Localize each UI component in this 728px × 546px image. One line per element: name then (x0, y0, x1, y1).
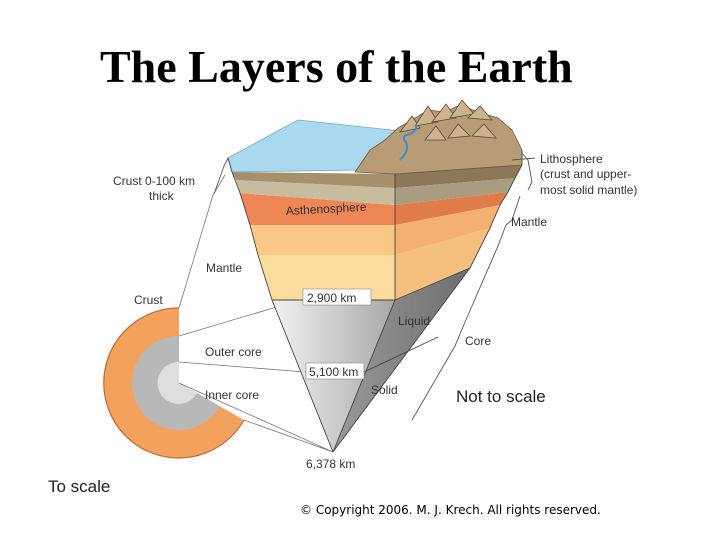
label-solid: Solid (371, 383, 398, 397)
label-mantle-right: Mantle (511, 215, 547, 229)
label-lithosphere: Lithosphere (540, 152, 603, 166)
depth-box-2900 (302, 288, 372, 306)
right-brackets (213, 152, 536, 421)
to-scale-cross-section (103, 307, 245, 459)
wedge-left-lithosphere (236, 180, 395, 205)
label-crust-thickness-thick: thick (149, 189, 175, 203)
slide-title: The Layers of the Earth (100, 41, 573, 92)
wedge-left-crust (232, 172, 395, 188)
scale-leader-lines (178, 174, 334, 453)
label-depth-6378: 6,378 km (306, 457, 355, 471)
wedge-right-asthenosphere (395, 192, 508, 225)
label-liquid: Liquid (398, 314, 430, 328)
label-lithosphere-desc-2: most solid mantle) (540, 183, 637, 197)
wedge-right-crust (395, 165, 522, 188)
label-to-scale: To scale (48, 477, 110, 496)
mountain-range (399, 99, 497, 141)
label-asthenosphere: Asthenosphere (285, 200, 367, 218)
wedge-right-lithosphere (395, 178, 515, 205)
label-not-to-scale: Not to scale (456, 387, 546, 406)
label-depth-5100: 5,100 km (309, 365, 358, 379)
scale-crust-outline (103, 307, 245, 459)
label-lithosphere-desc-1: (crust and upper- (540, 167, 631, 181)
copyright-notice: © Copyright 2006. M. J. Krech. All right… (300, 503, 601, 517)
wedge-left-mantle-mid (250, 225, 395, 255)
earth-wedge (227, 99, 523, 453)
label-inner-core: Inner core (205, 388, 259, 402)
label-depth-2900: 2,900 km (307, 291, 356, 305)
label-crust-left: Crust (134, 293, 163, 307)
river (399, 123, 418, 161)
label-mantle-left: Mantle (206, 261, 242, 275)
label-core-right: Core (465, 334, 491, 348)
wedge-right-mantle-lower (395, 228, 490, 300)
depth-box-5100 (305, 362, 365, 380)
wedge-right-mantle-mid (395, 205, 500, 255)
label-outer-core: Outer core (205, 345, 262, 359)
wedge-left-asthenosphere (240, 193, 395, 225)
scale-inner-core (157, 361, 197, 404)
label-crust-thickness: Crust 0-100 km (113, 174, 195, 188)
